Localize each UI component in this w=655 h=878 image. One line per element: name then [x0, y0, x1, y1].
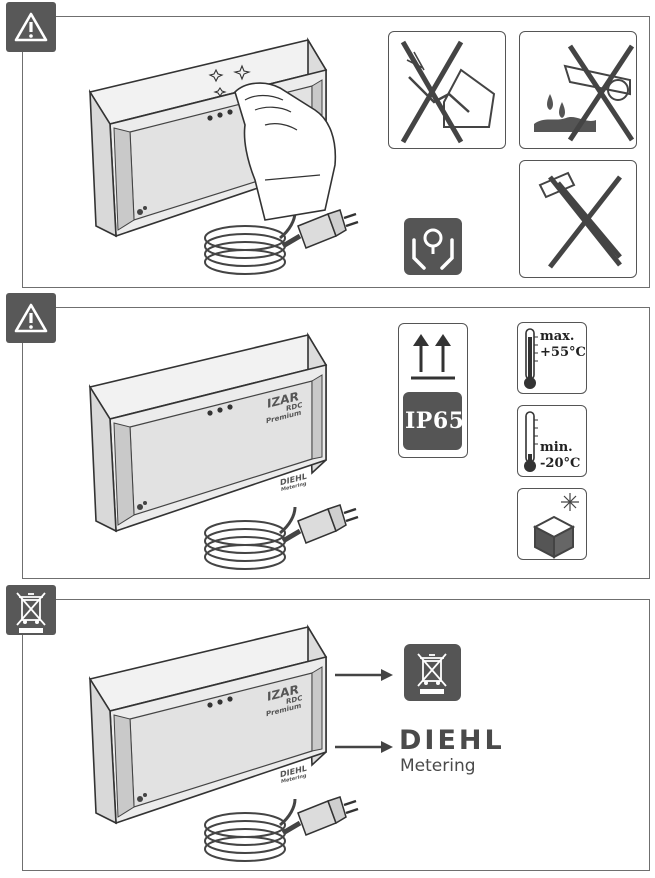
no-solvents-icon-box [519, 31, 637, 149]
keep-out-of-sunlight-icon [532, 493, 579, 559]
min-temperature-value: -20°C [540, 456, 581, 471]
diehl-brand-logo-text: DIEHL [399, 725, 505, 756]
no-hammer-icon [538, 171, 622, 269]
section-environment-badge [6, 293, 56, 343]
max-temperature-box: max. +55°C [517, 322, 587, 394]
max-temperature-value: +55°C [540, 345, 586, 360]
diehl-brand-sub-text: Metering [400, 756, 476, 776]
sparkle-icon [208, 64, 251, 97]
section-disposal-badge [6, 585, 56, 635]
orientation-ip-box: IP65 [398, 323, 468, 458]
section-handling-badge [6, 2, 56, 52]
handle-with-care-tile [404, 218, 462, 275]
min-temperature-label: min. [540, 440, 573, 455]
gloved-hand-cleaning-icon [234, 82, 337, 221]
device-illustration-disposal [90, 627, 360, 867]
weee-tile [404, 644, 461, 701]
thermometer-high-icon [524, 328, 538, 389]
this-way-up-icon [411, 334, 455, 380]
sunlight-box [517, 488, 587, 560]
no-solvents-icon [534, 44, 635, 142]
no-bending-icon-box [388, 31, 506, 149]
thermometer-low-icon [524, 411, 538, 472]
no-bending-icon [400, 40, 496, 144]
ip-rating-tile [403, 392, 462, 450]
ip-rating-label: IP65 [405, 408, 465, 434]
device-illustration-environment [90, 335, 360, 575]
arrow-to-weee-icon [335, 669, 393, 681]
no-hammer-icon-box [519, 160, 637, 278]
max-temperature-label: max. [540, 329, 575, 344]
min-temperature-box: min. -20°C [517, 405, 587, 477]
handle-with-care-icon [412, 228, 454, 270]
arrow-to-diehl-icon [335, 741, 393, 753]
